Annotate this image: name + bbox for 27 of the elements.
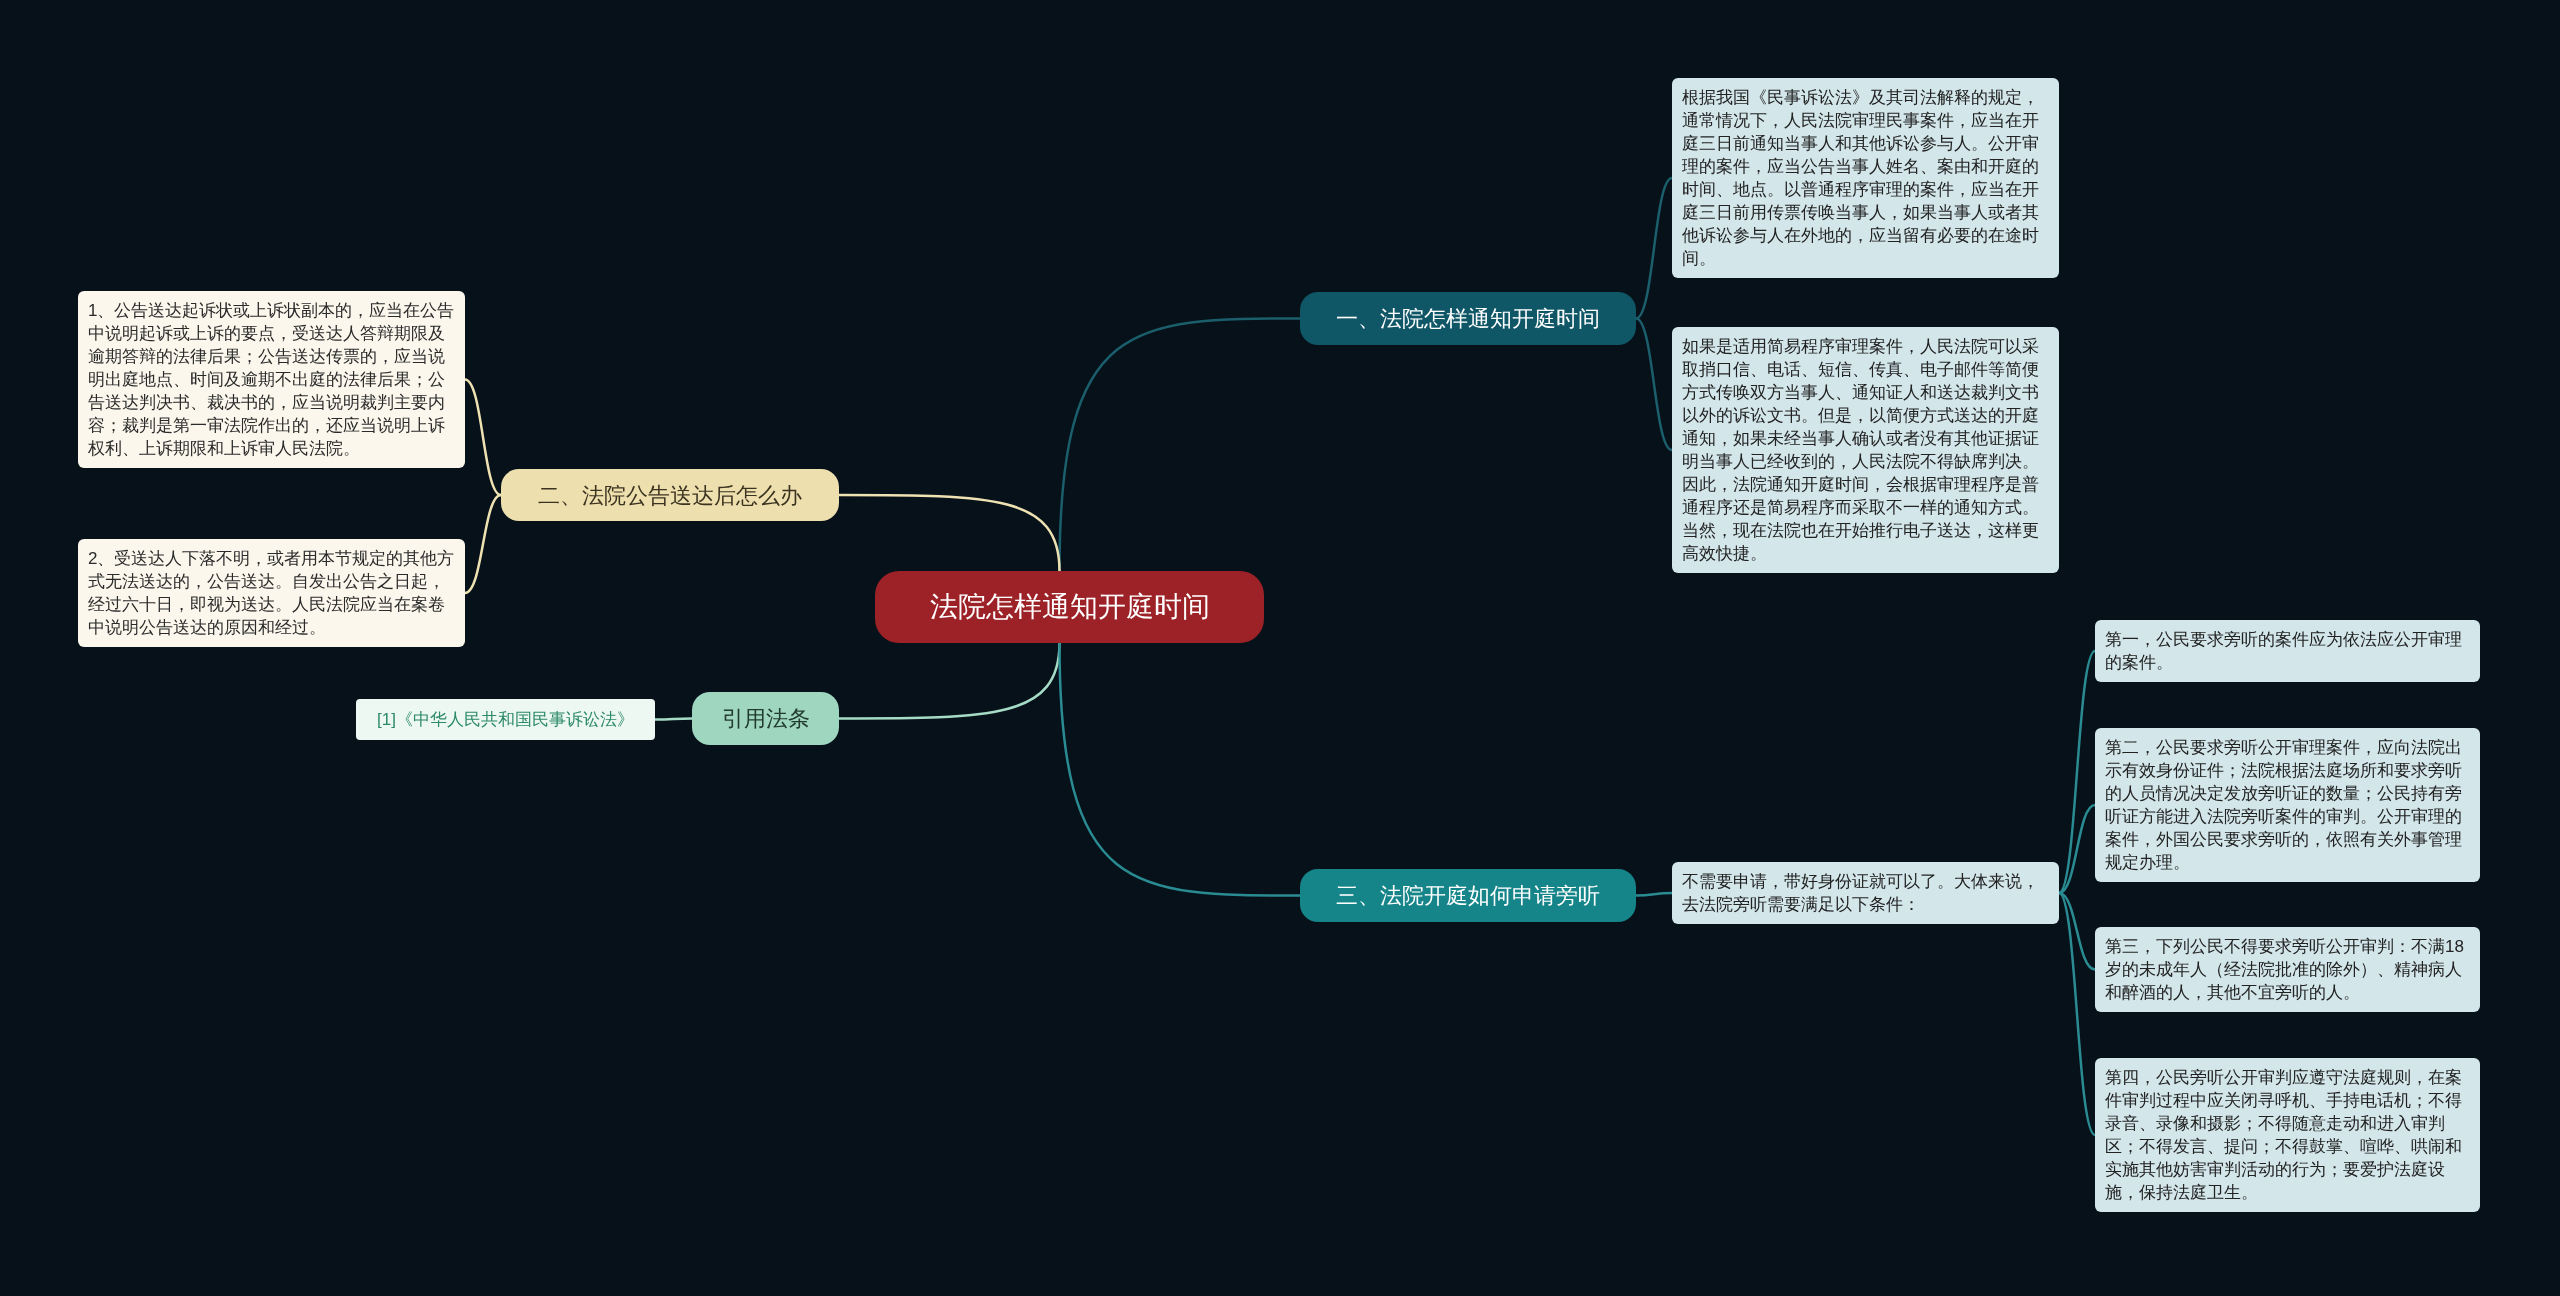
text-card: 不需要申请，带好身份证就可以了。大体来说，去法院旁听需要满足以下条件：: [1672, 862, 2059, 924]
connector-line: [2058, 891, 2096, 971]
branch-topic: 二、法院公告送达后怎么办: [501, 469, 839, 521]
connector-line: [2058, 892, 2096, 1136]
text-card: 第三，下列公民不得要求旁听公开审判：不满18岁的未成年人（经法院批准的除外）、精神病人和醉酒的人，其他不宜旁听的人。: [2095, 927, 2480, 1012]
citation-card: [1]《中华人民共和国民事诉讼法》: [356, 699, 655, 740]
branch-topic: 一、法院怎样通知开庭时间: [1300, 292, 1636, 345]
text-card: 如果是适用简易程序审理案件，人民法院可以采取捎口信、电话、短信、传真、电子邮件等简便方式传唤双方当事人、通知证人和送达裁判文书以外的诉讼文书。但是，以简便方式送达的开庭通知，如果未经当事人确认或者没有其他证据证明当事人已经收到的，人民法院不得缺席判决。因此，法院通知开庭时间，会根据审理程序是普通程序还是简易程序而采取不一样的通知方式。当然，现在法院也在开始推行电子送达，这样更高效快捷。: [1672, 327, 2059, 573]
connector-line: [1635, 176, 1673, 320]
branch-topic: 引用法条: [692, 692, 839, 745]
connector-line: [1635, 317, 1673, 452]
connector-line: [2058, 650, 2096, 894]
text-card: 第二，公民要求旁听公开审理案件，应向法院出示有效身份证件；法院根据法庭场所和要求旁听的人员情况决定发放旁听证的数量；公民持有旁听证方能进入法院旁听案件的审判。公开审理的案件，外国公民要求旁听的，依照有关外事管理规定办理。: [2095, 728, 2480, 882]
text-card: 第四，公民旁听公开审判应遵守法庭规则，在案件审判过程中应关闭寻呼机、手持电话机；不得录音、录像和摄影；不得随意走动和进入审判区；不得发言、提问；不得鼓掌、喧哗、哄闹和实施其他妨害审判活动的行为；要爱护法庭设施，保持法庭卫生。: [2095, 1058, 2480, 1212]
text-card: 根据我国《民事诉讼法》及其司法解释的规定，通常情况下，人民法院审理民事案件，应当在开庭三日前通知当事人和其他诉讼参与人。公开审理的案件，应当公告当事人姓名、案由和开庭的时间、地点。以普通程序审理的案件，应当在开庭三日前用传票传唤当事人，如果当事人或者其他诉讼参与人在外地的，应当留有必要的在途时间。: [1672, 78, 2059, 278]
connector-line: [1058, 642, 1300, 897]
text-card: 1、公告送达起诉状或上诉状副本的，应当在公告中说明起诉或上诉的要点，受送达人答辩期限及逾期答辩的法律后果；公告送达传票的，应当说明出庭地点、时间及逾期不出庭的法律后果；公告送达判决书、裁决书的，应当说明裁判主要内容；裁判是第一审法院作出的，还应当说明上诉权利、上诉期限和上诉审人民法院。: [78, 291, 465, 468]
central-topic: 法院怎样通知开庭时间: [875, 571, 1264, 643]
connector-line: [655, 717, 692, 721]
text-card: 2、受送达人下落不明，或者用本节规定的其他方式无法送达的，公告送达。自发出公告之日起，经过六十日，即视为送达。人民法院应当在案卷中说明公告送达的原因和经过。: [78, 539, 465, 647]
text-card: 第一，公民要求旁听的案件应为依法应公开审理的案件。: [2095, 620, 2480, 682]
connector-line: [464, 493, 502, 595]
connector-line: [839, 493, 1061, 572]
connector-line: [1636, 891, 1672, 897]
connector-line: [2058, 803, 2096, 895]
branch-topic: 三、法院开庭如何申请旁听: [1300, 869, 1636, 922]
connector-line: [464, 378, 502, 497]
